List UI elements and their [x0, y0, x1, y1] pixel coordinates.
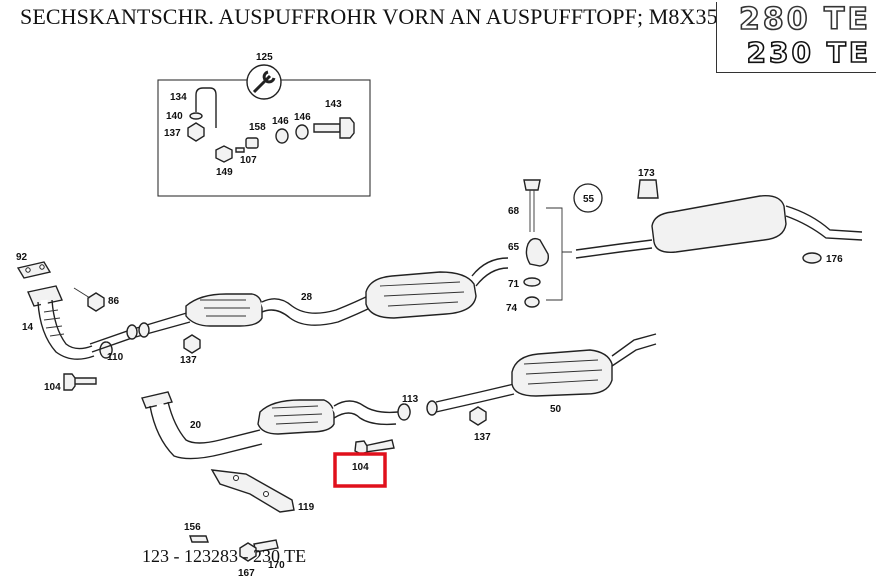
callout-176: 176	[826, 254, 843, 265]
model-badge-bottom: 230 TE	[746, 35, 871, 70]
lower-exhaust-assembly: 20 113 137 50 119 156	[141, 333, 657, 579]
callout-156: 156	[184, 522, 201, 533]
callout-173: 173	[638, 168, 655, 179]
wrench-icon	[252, 70, 276, 94]
callout-92: 92	[16, 252, 28, 263]
callout-119: 119	[298, 502, 315, 513]
callout-149: 149	[216, 167, 233, 178]
diagram-footer-caption: 123 - 123283 - 230 TE	[142, 546, 307, 566]
callout-140: 140	[166, 111, 183, 122]
callout-137-kit: 137	[164, 128, 181, 139]
callout-50: 50	[550, 404, 562, 415]
callout-158: 158	[249, 122, 266, 133]
callout-55: 55	[583, 194, 595, 205]
callout-71: 71	[508, 279, 520, 290]
callout-143: 143	[325, 99, 342, 110]
highlight-box-104[interactable]	[333, 452, 387, 488]
callout-170: 170	[268, 560, 285, 571]
callout-134: 134	[170, 92, 187, 103]
callout-28: 28	[301, 292, 313, 303]
callout-104-upper: 104	[44, 382, 61, 393]
callout-146-a: 146	[272, 116, 289, 127]
page-title: SECHSKANTSCHR. AUSPUFFROHR VORN AN AUSPU…	[20, 4, 753, 29]
kit-box: 125 134 140 137 158 146 146 143 107 149	[157, 52, 371, 197]
callout-167: 167	[238, 568, 255, 579]
callout-65: 65	[508, 242, 520, 253]
callout-125: 125	[256, 52, 273, 63]
callout-104-highlighted[interactable]: 104	[352, 462, 369, 473]
callout-137-upper: 137	[180, 355, 197, 366]
callout-74: 74	[506, 303, 518, 314]
callout-14: 14	[22, 322, 34, 333]
callout-137-lower: 137	[474, 432, 491, 443]
callout-110: 110	[107, 352, 124, 363]
upper-exhaust-assembly: 92 14 86 110 104 137	[16, 168, 863, 393]
model-badge-top: 280 TE	[738, 1, 871, 38]
callout-113: 113	[402, 394, 419, 405]
callout-20: 20	[190, 420, 202, 431]
model-badge: 280 TE 230 TE	[716, 1, 876, 73]
callout-107: 107	[240, 155, 257, 166]
callout-86: 86	[108, 296, 120, 307]
callout-146-b: 146	[294, 112, 311, 123]
callout-68: 68	[508, 206, 520, 217]
